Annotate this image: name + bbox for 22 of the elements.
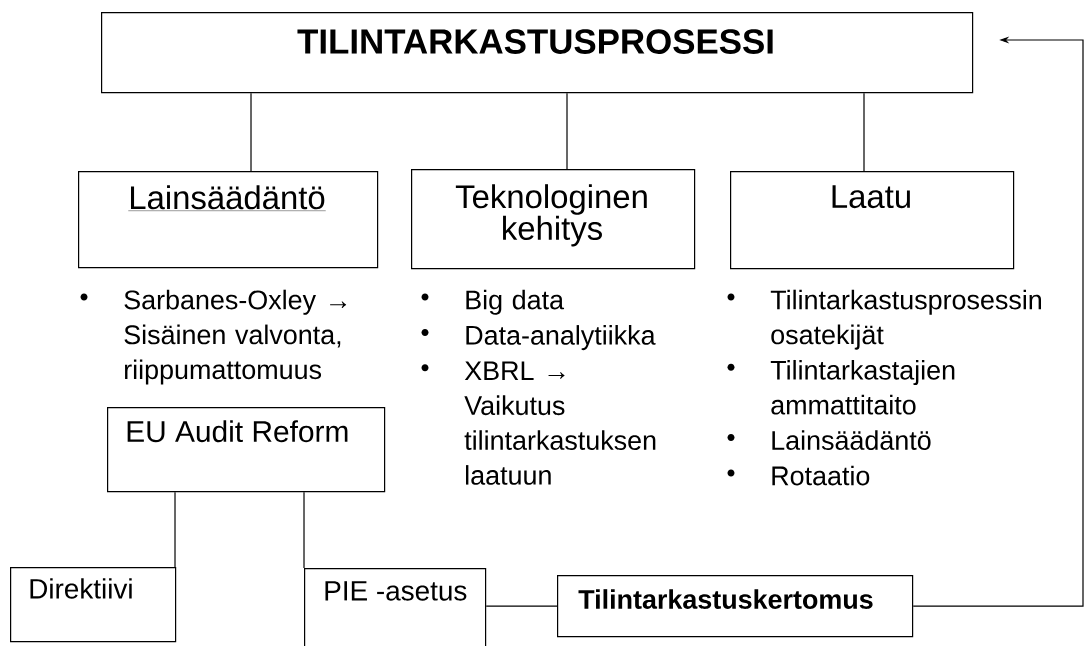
connector-line [566, 92, 568, 170]
process-box: EU Audit Reform [107, 407, 386, 493]
process-box: Direktiivi [10, 567, 177, 643]
process-box: Tilintarkastuskertomus [557, 575, 914, 638]
bullet-item: Big data [466, 289, 565, 315]
process-box: Lainsäädäntö [78, 171, 379, 269]
connector-line [303, 491, 305, 569]
bullet-item: Rotaatio [772, 465, 870, 486]
bullet-item: Tilintarkastajien ammattitaito [770, 359, 955, 415]
connector-line [485, 605, 558, 607]
process-box: Laatu [730, 171, 1015, 270]
bullet-item: Tilintarkastusprosessin osatekijät [770, 289, 1041, 350]
connector-line [250, 92, 252, 172]
connector-line [174, 491, 176, 568]
connector-line [863, 92, 865, 172]
bullet-item: Sarbanes-Oxley → Sisäinen valvonta, riippumattomuus [124, 289, 347, 385]
process-box: TILINTARKASTUSPROSESSI [101, 12, 974, 94]
bullet-item: Data-analytiikka [466, 325, 656, 351]
process-box: Teknologinen kehitys [411, 169, 696, 270]
bullet-item: XBRL → Vaikutus tilintarkastuksen laatuun [464, 361, 656, 485]
bullet-item: Lainsäädäntö [772, 430, 931, 450]
process-box: PIE -asetus [304, 568, 487, 646]
